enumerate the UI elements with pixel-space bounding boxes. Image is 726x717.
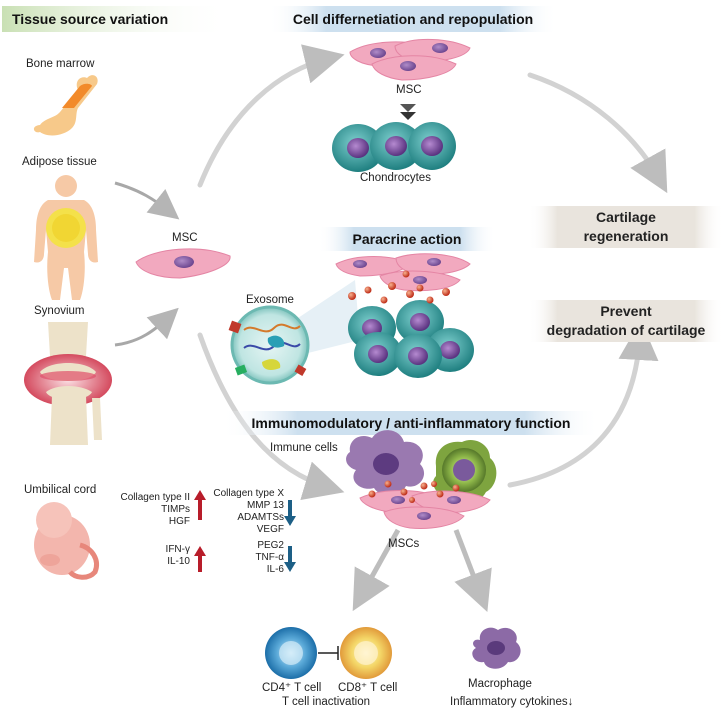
label-immune-cells: Immune cells [270, 442, 338, 454]
marker-hgf: HGF [168, 516, 190, 527]
label-macrophage: Macrophage [468, 678, 532, 690]
immune-mscs-cluster [359, 490, 491, 529]
header-cell-differentiation: Cell differnetiation and repopulation [292, 11, 534, 27]
marker-adamtss: ADAMTSs [237, 512, 284, 523]
markers-up-group1: Collagen type II TIMPs HGF [108, 492, 191, 528]
up-arrow-markers [194, 490, 206, 572]
header-tissue-source: Tissue source variation [12, 11, 169, 27]
markers-down-group1: Collagen type X MMP 13 ADAMTSs VEGF [208, 488, 284, 536]
marker-peg2: PEG2 [257, 540, 284, 551]
immune-cell-green [433, 439, 497, 503]
umbilical-fetus-icon [34, 502, 99, 580]
adipose-body-icon [34, 175, 98, 300]
mscs-output-arrows [352, 528, 492, 613]
label-t-cell-inactivation: T cell inactivation [282, 696, 370, 708]
bone-marrow-icon [33, 75, 98, 136]
header-bg-paracrine [318, 227, 496, 251]
paracrine-msc-cluster [335, 253, 471, 292]
label-exosome: Exosome [246, 294, 294, 306]
source-arrows [114, 181, 180, 347]
paracrine-chondrocytes [348, 300, 474, 378]
label-cd4-t-cell: CD4⁺ T cell [262, 682, 322, 694]
marker-vegf: VEGF [256, 524, 284, 535]
immune-cell-purple [346, 430, 425, 496]
msc-top-cluster [349, 38, 471, 81]
macrophage-cell [472, 627, 521, 669]
label-adipose-tissue: Adipose tissue [22, 156, 97, 168]
header-bg-differentiation [268, 6, 558, 32]
header-immunomodulatory: Immunomodulatory / anti-inflammatory fun… [251, 415, 571, 431]
immune-vesicles [368, 480, 460, 503]
markers-up-group2: IFN-γ IL-10 [140, 544, 190, 568]
marker-il6: IL-6 [266, 564, 284, 575]
marker-tnf-alpha: TNF-α [255, 552, 284, 563]
outcome-prevent-line2: degradation of cartilage [546, 322, 706, 338]
label-msc-center: MSC [172, 232, 198, 244]
down-arrow-stack [400, 104, 416, 120]
header-bg-tissue [2, 6, 232, 32]
down-arrow-markers [284, 500, 296, 572]
outcome-cartilage-regeneration: Cartilage regeneration [528, 208, 724, 246]
marker-mmp13: MMP 13 [246, 500, 284, 511]
synovium-knee-icon [24, 322, 112, 445]
header-paracrine: Paracrine action [352, 231, 462, 247]
outcome-prevent-line1: Prevent [600, 303, 652, 319]
marker-collagen-x: Collagen type X [213, 488, 284, 499]
circular-flow-arrows [197, 44, 668, 500]
outcome-regeneration-line1: Cartilage [596, 209, 656, 225]
outcome-bg-prevent [528, 300, 724, 342]
label-msc-top: MSC [396, 84, 422, 96]
exosome-beam [295, 280, 360, 355]
outcome-bg-regeneration [528, 206, 724, 248]
cd4-t-cell [265, 627, 317, 679]
label-umbilical-cord: Umbilical cord [24, 484, 97, 496]
outcome-regeneration-line2: regeneration [583, 228, 669, 244]
marker-ifn-gamma: IFN-γ [165, 544, 190, 555]
paracrine-vesicles [348, 270, 450, 304]
msc-center-cell [135, 248, 231, 279]
chondrocyte-cluster [332, 122, 456, 172]
label-mscs: MSCs [388, 538, 420, 550]
label-synovium: Synovium [34, 305, 85, 317]
marker-il10: IL-10 [167, 556, 190, 567]
header-bg-immuno [222, 411, 600, 435]
exosome-particle [228, 305, 310, 385]
cd8-t-cell [340, 627, 392, 679]
label-inflammatory-cytokines: Inflammatory cytokines↓ [450, 696, 574, 708]
marker-collagen-ii: Collagen type II [120, 492, 191, 503]
marker-timps: TIMPs [161, 504, 190, 515]
outcome-prevent-degradation: Prevent degradation of cartilage [528, 302, 724, 340]
label-bone-marrow: Bone marrow [26, 58, 95, 70]
label-chondrocytes: Chondrocytes [360, 172, 431, 184]
markers-down-group2: PEG2 TNF-α IL-6 [238, 540, 284, 576]
label-cd8-t-cell: CD8⁺ T cell [338, 682, 398, 694]
